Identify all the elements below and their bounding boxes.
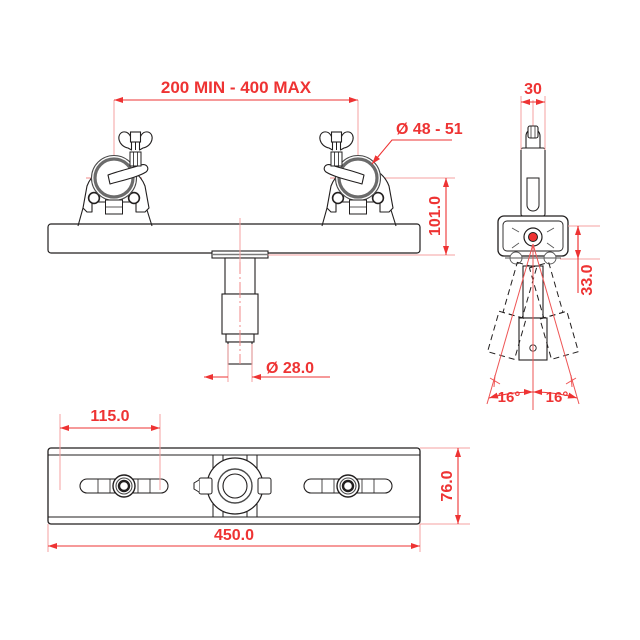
dimension-bar-width: 76.0 (420, 447, 470, 525)
side-pivot-hardware (505, 227, 561, 265)
main-bar-front (47, 223, 421, 254)
dimension-height-label: 101.0 (427, 196, 444, 236)
dimension-angles: 16° 16° (488, 388, 578, 406)
side-view: 30 33.0 16° 16° (486, 81, 600, 410)
spigot-front (211, 250, 269, 365)
dimension-angle-left-label: 16° (498, 389, 521, 406)
dimension-angle-right-label: 16° (546, 389, 569, 406)
side-swing-marks (489, 374, 577, 388)
side-upper-post (520, 125, 546, 217)
front-view: 200 MIN - 400 MAX Ø 48 - 51 101.0 Ø 28.0 (47, 78, 463, 382)
dimension-spigot-diameter-label: Ø 28.0 (266, 360, 314, 377)
side-swing-centerlines (486, 243, 580, 410)
dimension-slot-offset-label: 115.0 (90, 408, 129, 425)
dimension-side-height: 33.0 (560, 225, 600, 296)
dimension-bar-length-label: 450.0 (214, 527, 254, 544)
dimension-spigot-diameter: Ø 28.0 (204, 344, 330, 382)
dimension-side-width: 30 (520, 81, 546, 150)
dimension-slot-offset: 115.0 (59, 408, 161, 490)
dimension-tube-diameter: Ø 48 - 51 (371, 121, 463, 165)
dimension-span-label: 200 MIN - 400 MAX (161, 78, 312, 97)
dimension-side-height-label: 33.0 (579, 264, 596, 295)
dimension-tube-diameter-label: Ø 48 - 51 (396, 121, 463, 138)
bottom-view: 115.0 76.0 450.0 (47, 408, 470, 552)
center-boss-bottom (193, 454, 272, 518)
dimension-bar-width-label: 76.0 (439, 470, 456, 501)
clamp-left (76, 131, 154, 228)
dimension-span: 200 MIN - 400 MAX (113, 78, 359, 145)
dimension-side-width-label: 30 (524, 81, 542, 98)
dimension-bar-length: 450.0 (47, 524, 421, 552)
dimension-height: 101.0 (268, 177, 455, 256)
